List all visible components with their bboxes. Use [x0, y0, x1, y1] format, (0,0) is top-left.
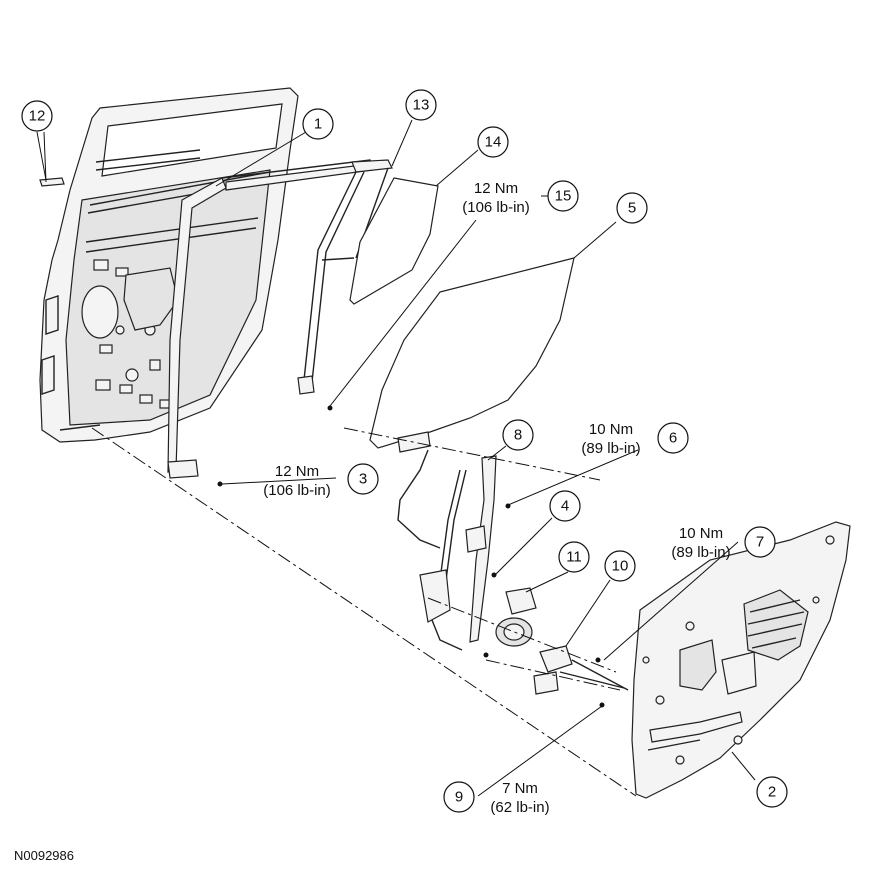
callout-6-torque-lbin: (89 lb-in)	[581, 440, 640, 457]
callout-6: 6 10 Nm (89 lb-in)	[581, 421, 689, 457]
callout-8-number: 8	[514, 427, 522, 444]
callout-11: 11	[558, 541, 590, 573]
callout-4: 4	[549, 490, 581, 522]
callout-15-number: 15	[555, 188, 572, 205]
callout-14-number: 14	[485, 134, 502, 151]
callout-7-torque-lbin: (89 lb-in)	[671, 544, 730, 561]
part-12-bracket	[39, 131, 65, 187]
callout-5-number: 5	[628, 200, 636, 217]
callout-6-number: 6	[669, 430, 677, 447]
part-5-door-glass	[369, 257, 575, 453]
callout-15: 15 12 Nm (106 lb-in)	[462, 180, 579, 216]
callout-2-number: 2	[768, 784, 776, 801]
callout-12: 12	[21, 100, 53, 132]
part-11-window-motor	[495, 587, 537, 647]
callout-10: 10	[604, 550, 636, 582]
figure-id: N0092986	[14, 848, 74, 863]
callout-5: 5	[616, 192, 648, 224]
part-14-quarter-glass	[349, 177, 439, 305]
callout-3-number: 3	[359, 471, 367, 488]
callout-9-torque-nm: 7 Nm	[502, 780, 538, 797]
callout-10-number: 10	[612, 558, 629, 575]
callout-6-torque-nm: 10 Nm	[589, 421, 633, 438]
callout-3: 3 12 Nm (106 lb-in)	[263, 463, 379, 499]
callout-7: 7 10 Nm (89 lb-in)	[671, 525, 776, 561]
callout-8: 8	[502, 419, 534, 451]
callout-9: 9 7 Nm (62 lb-in)	[443, 780, 550, 816]
part-10-bracket	[533, 645, 629, 695]
callout-3-torque-lbin: (106 lb-in)	[263, 482, 331, 499]
callout-3-torque-nm: 12 Nm	[275, 463, 319, 480]
callout-12-number: 12	[29, 108, 46, 125]
alignment-lines	[91, 427, 637, 797]
callout-2: 2	[756, 776, 788, 808]
callout-4-number: 4	[561, 498, 569, 515]
part-2-trim-panel	[631, 521, 851, 799]
callout-1: 1	[302, 108, 334, 140]
callout-9-torque-lbin: (62 lb-in)	[490, 799, 549, 816]
callout-7-number: 7	[756, 534, 764, 551]
callout-14: 14	[477, 126, 509, 158]
callout-15-torque-lbin: (106 lb-in)	[462, 199, 530, 216]
callout-15-torque-nm: 12 Nm	[474, 180, 518, 197]
callout-13: 13	[405, 89, 437, 121]
callout-13-number: 13	[413, 97, 430, 114]
part-13-division-bar	[297, 159, 393, 395]
leader-lines	[36, 119, 756, 797]
callout-7-torque-nm: 10 Nm	[679, 525, 723, 542]
callout-9-number: 9	[455, 789, 463, 806]
callout-1-number: 1	[314, 116, 322, 133]
part-8-window-regulator	[397, 449, 497, 651]
callout-11-number: 11	[566, 549, 582, 566]
